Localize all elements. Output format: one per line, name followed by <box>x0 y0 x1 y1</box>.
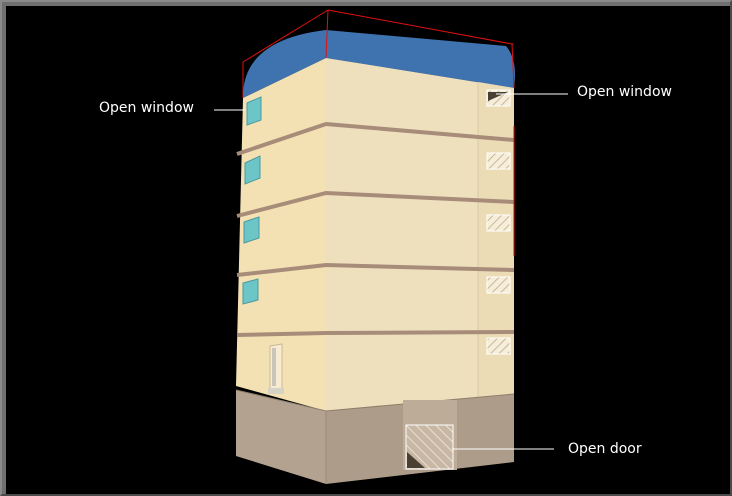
window-right-floor4 <box>486 152 511 170</box>
leader-lines <box>214 93 568 450</box>
window-left-floor4 <box>244 155 261 185</box>
3d-viewport[interactable]: Open window Open window Open door <box>6 6 730 494</box>
right-windows <box>486 89 511 355</box>
open-window-right-label: Open window <box>577 84 672 100</box>
window-left-floor5 <box>246 96 262 126</box>
open-window-left-label: Open window <box>99 100 194 116</box>
open-door[interactable] <box>403 400 457 470</box>
selection-box-front <box>325 9 515 256</box>
floor-trims <box>236 121 515 337</box>
window-left-floor3 <box>243 216 260 244</box>
window-right-floor2 <box>486 276 511 294</box>
open-door-label: Open door <box>568 441 642 457</box>
left-windows <box>242 96 284 394</box>
selection-box-back <box>242 9 513 98</box>
front-wall[interactable] <box>326 58 514 411</box>
window-left-floor2 <box>242 278 259 305</box>
window-right-floor1 <box>486 337 511 355</box>
building-scene[interactable] <box>6 6 730 494</box>
window-right-floor3 <box>486 214 511 232</box>
